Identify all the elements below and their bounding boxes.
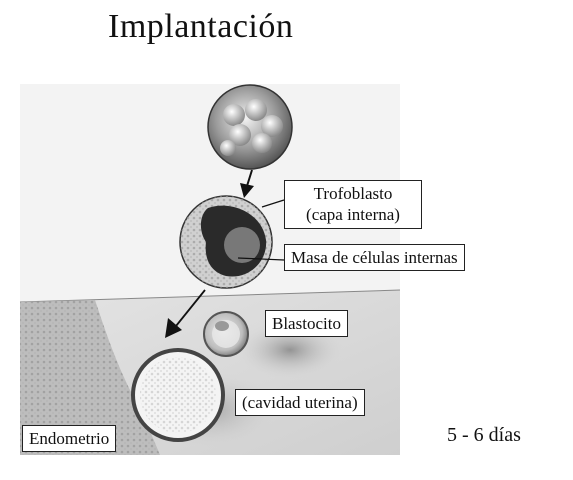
early-blastocyst	[179, 195, 273, 289]
timeline-label: 5 - 6 días	[447, 424, 521, 446]
arrow-down-icon	[240, 169, 254, 198]
morula-cell	[207, 84, 293, 170]
page-title: Implantación	[108, 8, 294, 45]
endometrium-label: Endometrio	[22, 425, 117, 453]
inner-cell-mass-label: Masa de células internas	[284, 244, 465, 272]
arrow-diagonal-icon	[165, 289, 206, 338]
implanting-blastocyst	[131, 348, 225, 442]
trophoblast-label-line1: Trofoblasto	[313, 184, 393, 203]
blastocyst-label: Blastocito	[265, 310, 348, 338]
blastocyst-cell	[203, 311, 249, 357]
trophoblast-label: Trofoblasto (capa interna)	[284, 180, 422, 229]
trophoblast-label-line2: (capa interna)	[306, 205, 400, 225]
uterine-cavity-label: (cavidad uterina)	[235, 389, 365, 417]
leader-lines	[237, 199, 285, 261]
